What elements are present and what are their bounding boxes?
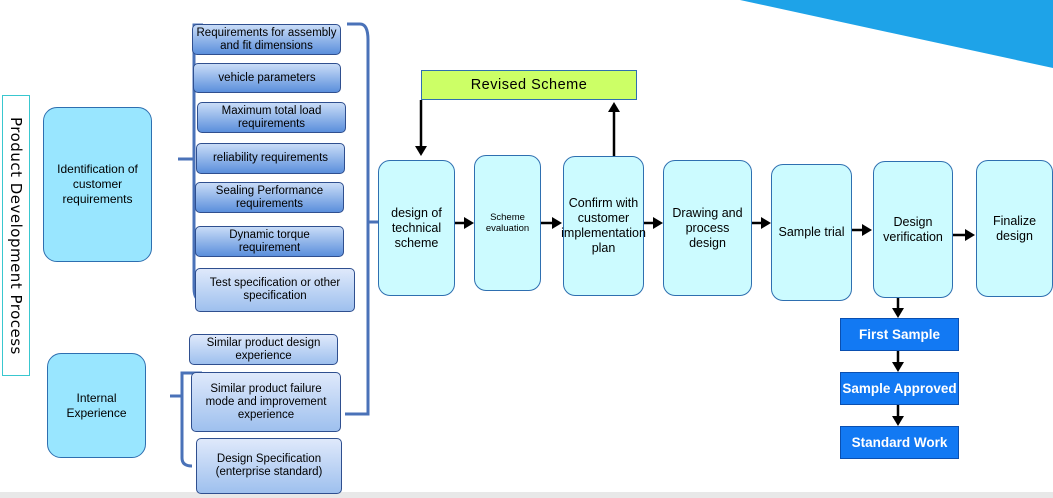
revised-scheme-box: Revised Scheme [421, 70, 637, 100]
internal-experience-node: Internal Experience [47, 353, 146, 458]
requirement-assembly-fit: Requirements for assembly and fit dimens… [192, 24, 341, 55]
experience-design-specification: Design Specification (enterprise standar… [196, 438, 342, 494]
output-sample-approved: Sample Approved [840, 372, 959, 405]
step-sample-trial: Sample trial [771, 164, 852, 301]
requirement-vehicle-parameters: vehicle parameters [193, 63, 341, 93]
step-finalize-design: Finalize design [976, 160, 1053, 297]
corner-accent-shape [740, 0, 1053, 68]
left-bracket-bottom [180, 371, 202, 468]
right-bracket [345, 22, 370, 416]
step-drawing-process-design: Drawing and process design [663, 160, 752, 296]
requirement-sealing: Sealing Performance requirements [195, 182, 344, 213]
customer-requirements-node: Identification of customer requirements [43, 107, 152, 262]
experience-similar-design: Similar product design experience [189, 334, 338, 365]
output-standard-work: Standard Work [840, 426, 959, 459]
step-technical-scheme: design of technical scheme [378, 160, 455, 296]
step-confirm-plan: Confirm with customer implementation pla… [561, 156, 646, 296]
bottom-band [0, 492, 1053, 498]
requirement-test-specification: Test specification or other specificatio… [195, 268, 355, 312]
output-first-sample: First Sample [840, 318, 959, 351]
step-scheme-evaluation: Scheme evaluation [474, 155, 541, 291]
requirement-dynamic-torque: Dynamic torque requirement [195, 226, 344, 257]
requirement-total-load: Maximum total load requirements [197, 102, 346, 133]
process-title: Product Development Process [2, 95, 30, 376]
step-design-verification: Design verification [873, 161, 953, 298]
requirement-reliability: reliability requirements [196, 143, 345, 174]
experience-failure-mode: Similar product failure mode and improve… [191, 372, 341, 432]
